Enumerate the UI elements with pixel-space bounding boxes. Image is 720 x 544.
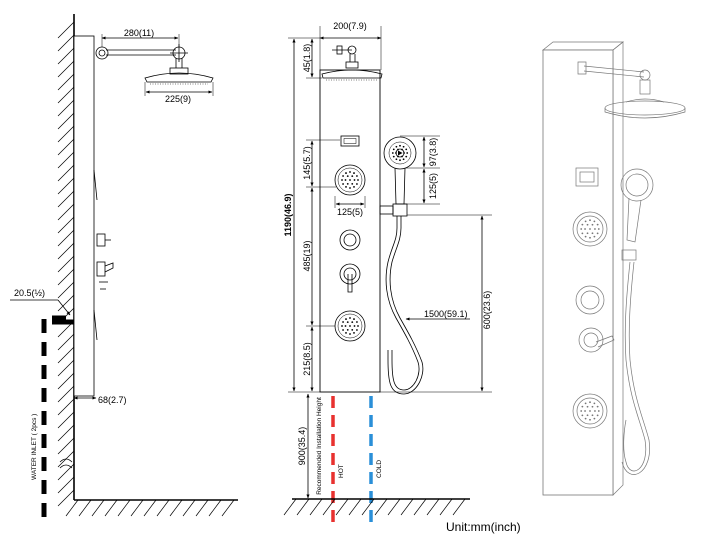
- total-height-label: 1190(46.9): [283, 193, 293, 236]
- side-valve: [96, 233, 106, 247]
- panel-side: [73, 35, 95, 397]
- handheld-height-label: 125(5): [428, 173, 438, 199]
- perspective-view: [542, 41, 686, 496]
- head-diameter-label: 225(9): [165, 94, 191, 104]
- rain-head-front: [321, 69, 383, 79]
- jet-3d-top: [572, 211, 608, 247]
- panel-depth-label: 68(2.7): [98, 395, 127, 405]
- diverter-knob: [339, 229, 361, 251]
- handheld-holder: [379, 205, 394, 215]
- bottom-gap-label: 215(8.5): [302, 342, 312, 376]
- wall-hatching: [57, 21, 75, 507]
- lever-3d: [578, 327, 604, 353]
- front-view: 200(7.9): [283, 21, 492, 526]
- hose-length-label: 1500(59.1): [424, 309, 468, 319]
- rain-head-3d: [604, 100, 686, 116]
- floor-hatching-front: [283, 498, 466, 516]
- hot-label: HOT: [338, 464, 345, 478]
- gap-top-label: 145(5.7): [302, 146, 312, 180]
- floor-hatching: [65, 499, 235, 517]
- shower-hose: [385, 216, 420, 391]
- handheld-shower: [379, 136, 424, 395]
- arm-length-label: 280(11): [124, 28, 154, 38]
- knob-3d: [575, 285, 605, 315]
- cold-label: COLD: [376, 460, 383, 478]
- display-screen: [340, 135, 360, 147]
- holder-height-label: 600(23.6): [482, 291, 492, 330]
- mid-span-label: 485(19): [302, 240, 312, 271]
- width-label: 200(7.9): [333, 21, 367, 31]
- inlet-offset-label: 20.5(½): [14, 288, 45, 298]
- jet-diameter-label: 125(5): [337, 207, 363, 217]
- rain-head-side: [144, 72, 214, 83]
- head-drop-label: 45(1.8): [302, 44, 312, 73]
- display-3d: [575, 167, 599, 187]
- unit-label: Unit:mm(inch): [446, 520, 521, 534]
- install-height-label: 900(35.4): [297, 427, 307, 466]
- side-lever: [96, 261, 106, 277]
- handheld-3d: [620, 168, 654, 475]
- side-view: 280(11) 225(9) 20.5(½) 68(2.7) WATER INL…: [10, 14, 238, 520]
- mixer-lever: [339, 263, 361, 285]
- inlet-pipe: [41, 315, 66, 520]
- panel-3d: [542, 49, 614, 496]
- install-note: Recommended Installation Height: [316, 397, 323, 495]
- panel-front: [319, 69, 381, 393]
- handheld-width-label: 97(3.8): [428, 138, 438, 167]
- water-inlet-label: WATER INLET ( 2pcs ): [31, 414, 38, 480]
- body-jet-top: [334, 164, 366, 196]
- arm-wall-mount: [95, 46, 109, 60]
- jet-3d-bottom: [572, 393, 608, 429]
